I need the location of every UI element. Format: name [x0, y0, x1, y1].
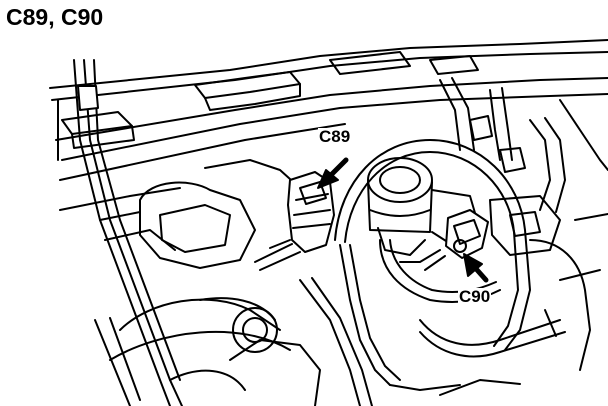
cowl-panel — [49, 39, 608, 211]
diagram-title: C89, C90 — [6, 4, 104, 30]
c89-label: C89 — [318, 127, 352, 146]
bottom-center-details — [169, 339, 521, 406]
c90-pointer-arrow — [463, 253, 489, 283]
right-engine-details — [439, 77, 608, 371]
c89-connector — [254, 171, 335, 271]
lower-hoses — [299, 239, 566, 406]
left-component — [94, 159, 301, 406]
left-wiring-harness — [73, 59, 183, 406]
c90-connector — [399, 209, 489, 271]
c90-label: C90 — [458, 287, 492, 306]
c89-pointer-arrow — [317, 157, 349, 189]
